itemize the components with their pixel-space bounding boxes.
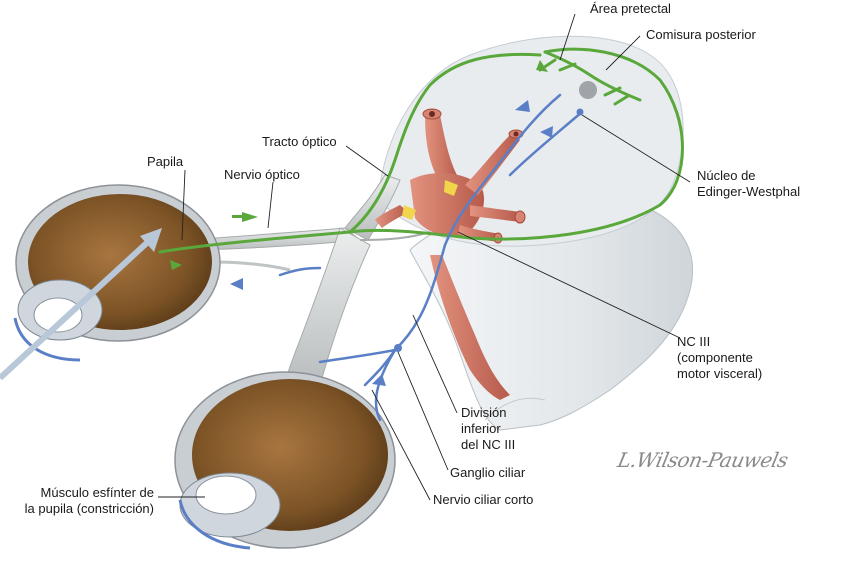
leader-lines xyxy=(158,13,691,501)
label-nucleo-edinger-westphal: Núcleo de Edinger-Westphal xyxy=(697,168,800,200)
label-ganglio-ciliar: Ganglio ciliar xyxy=(450,465,526,480)
light-arrow-icon xyxy=(140,228,162,252)
label-line: NC III xyxy=(677,334,711,349)
label-papila: Papila xyxy=(147,154,184,169)
edinger-westphal-nucleus xyxy=(576,108,584,116)
label-line: la pupila (constricción) xyxy=(24,501,154,516)
label-area-pretectal: Área pretectal xyxy=(590,1,671,16)
label-line: (componente xyxy=(677,350,753,365)
aqueduct xyxy=(579,81,597,99)
label-line: Núcleo de xyxy=(697,168,756,183)
label-musculo-esfinter: Músculo esfínter de la pupila (constricc… xyxy=(4,485,154,517)
efferent-arrows xyxy=(230,100,553,386)
arrow-icon xyxy=(170,260,182,270)
left-eyeball xyxy=(174,371,396,550)
arrow-icon xyxy=(242,212,258,222)
arrow-icon xyxy=(536,60,548,72)
label-line: Edinger-Westphal xyxy=(697,184,801,199)
lens xyxy=(195,475,257,515)
artist-signature: L.Wilson-Pauwels xyxy=(615,448,791,472)
light-ray xyxy=(0,228,162,381)
label-nervio-ciliar-corto: Nervio ciliar corto xyxy=(433,492,534,507)
label-comisura-posterior: Comisura posterior xyxy=(646,27,756,42)
lens xyxy=(33,297,83,333)
arrow-icon xyxy=(372,374,386,386)
right-eyeball xyxy=(13,184,221,362)
ciliary-ganglion xyxy=(394,344,402,352)
label-line: Músculo esfínter de xyxy=(40,485,154,500)
label-line: inferior xyxy=(461,421,501,436)
arrow-icon xyxy=(540,126,553,138)
label-tracto-optico: Tracto óptico xyxy=(262,134,337,149)
label-division-inferior: División inferior del NC III xyxy=(461,405,515,453)
label-nc-iii: NC III (componente motor visceral) xyxy=(677,334,762,382)
label-line: División xyxy=(461,405,507,420)
label-line: del NC III xyxy=(461,437,516,452)
label-line: motor visceral) xyxy=(677,366,763,381)
afferent-arrows xyxy=(170,60,548,270)
label-nervio-optico: Nervio óptico xyxy=(224,167,300,182)
afferent-pathway xyxy=(158,47,684,254)
arrow-icon xyxy=(515,100,530,112)
cerebral-arteries xyxy=(375,108,526,400)
efferent-pathway xyxy=(278,93,584,422)
arrow-icon xyxy=(230,278,243,290)
